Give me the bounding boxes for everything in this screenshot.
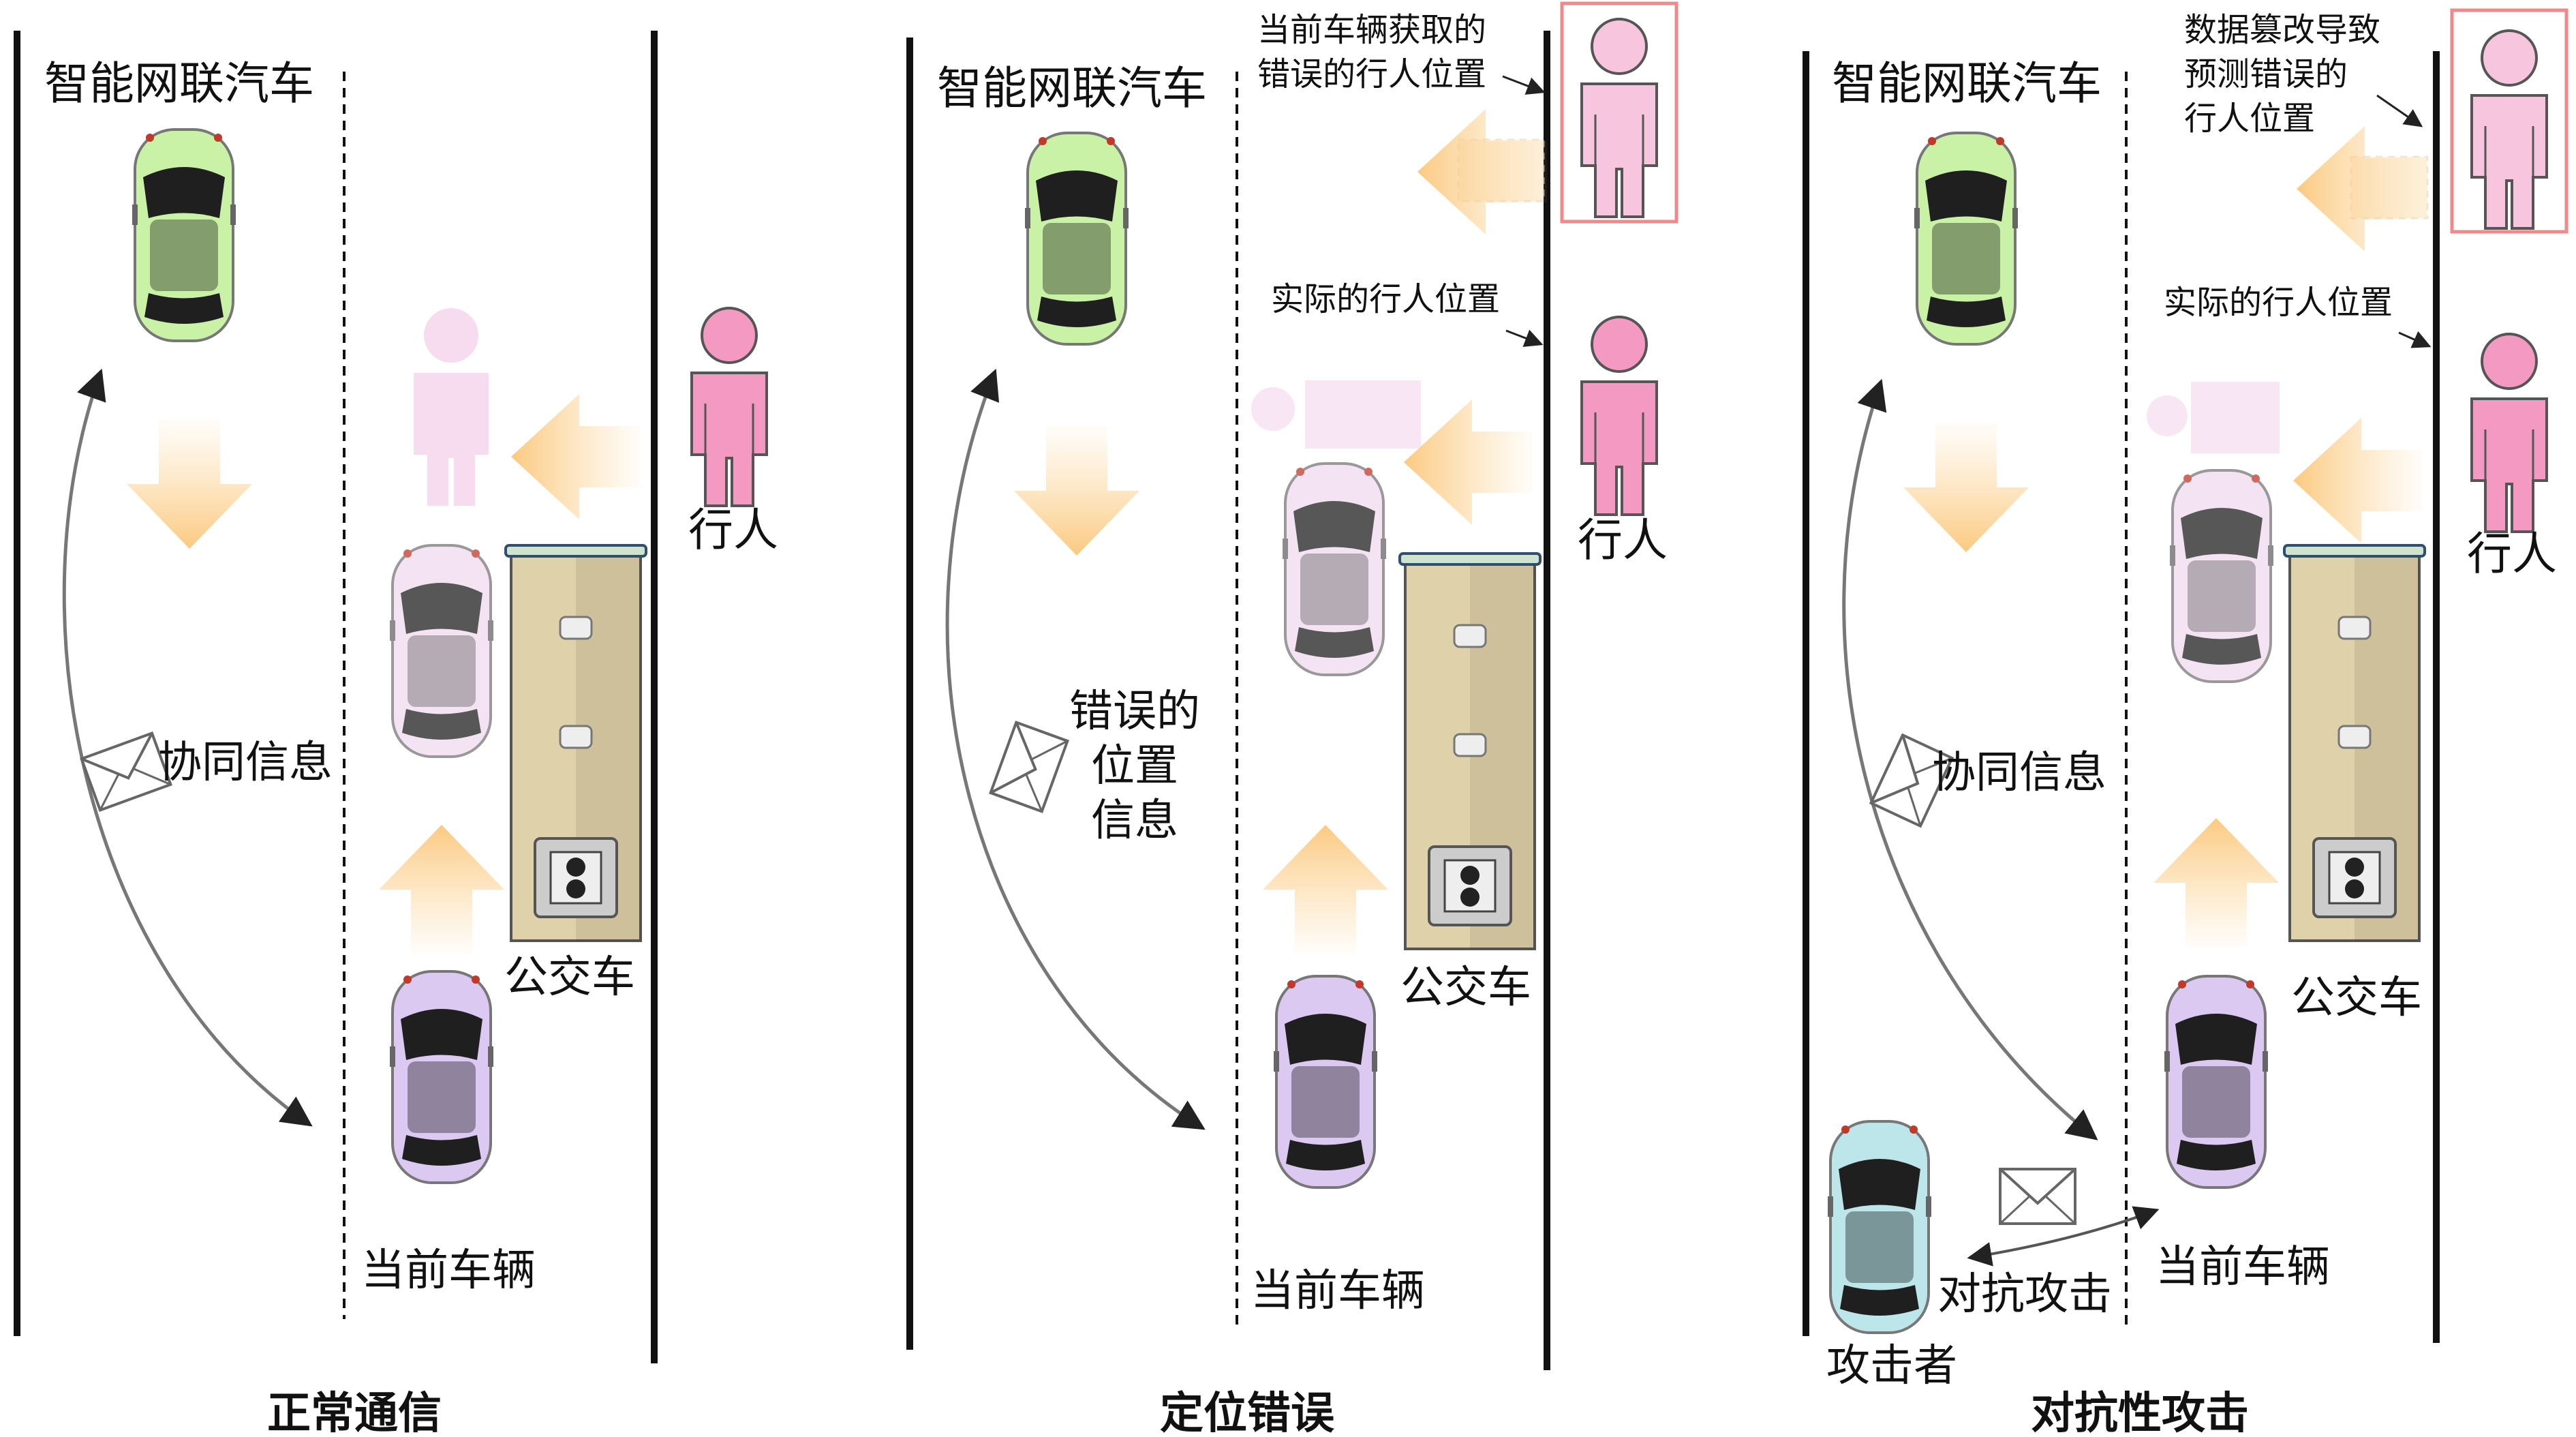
vehicle-forward-arrow	[379, 825, 504, 954]
current-vehicle	[388, 970, 495, 1184]
attack-envelope-icon	[1999, 1168, 2076, 1225]
ghost-wrong-pedestrian	[2191, 382, 2280, 453]
ghost-wrong-pedestrian-head	[1251, 387, 1295, 431]
actual-position-pointer	[2398, 331, 2432, 348]
actual-position-note: 实际的行人位置	[2164, 284, 2393, 322]
tampered-note-line-2: 预测错误的	[2184, 55, 2348, 93]
message-label-line-1: 错误的	[1069, 686, 1200, 737]
pedestrian-label: 行人	[1578, 514, 1668, 566]
cav-vehicle	[131, 128, 237, 342]
ghost-vehicle	[2168, 469, 2275, 683]
message-label: 协同信息	[158, 738, 333, 788]
cav-vehicle	[1024, 132, 1130, 346]
message-label-line-3: 信息	[1091, 796, 1178, 846]
vehicle-forward-arrow	[1263, 825, 1388, 954]
ghost-vehicle	[388, 544, 495, 758]
panel-normal: 智能网联汽车 协同信息 行人 公交车 当前车辆 正常通信	[14, 31, 778, 1437]
wrong-position-pointer	[1502, 75, 1546, 95]
cav-label: 智能网联汽车	[1832, 57, 2102, 110]
wrong-position-box	[1560, 1, 1678, 224]
bus-label: 公交车	[2291, 973, 2422, 1023]
attacker-vehicle	[1826, 1120, 1933, 1334]
pedestrian-info-arrow	[511, 394, 641, 519]
envelope-icon	[80, 731, 172, 812]
message-label: 协同信息	[1932, 748, 2106, 798]
wrong-info-arrow	[1417, 109, 1547, 235]
tampered-pedestrian-figure	[2470, 29, 2548, 230]
envelope-icon	[989, 721, 1069, 813]
cav-label: 智能网联汽车	[937, 62, 1207, 115]
cav-forward-arrow	[1903, 423, 2029, 552]
tampered-note-line-3: 行人位置	[2184, 100, 2315, 138]
cav-forward-arrow	[127, 419, 252, 549]
communication-link	[62, 368, 313, 1127]
panel-adversarial-attack: 智能网联汽车 协同信息 数据篡改导致 预测错误的 行人位置 实际的行人位置 行人…	[1803, 8, 2569, 1437]
ghost-wrong-pedestrian-head	[2147, 395, 2188, 436]
actual-position-pointer	[1505, 329, 1544, 347]
current-vehicle-label: 当前车辆	[361, 1245, 536, 1296]
bus-vehicle	[504, 544, 647, 942]
cav-forward-arrow	[1014, 426, 1139, 556]
current-vehicle-label: 当前车辆	[1251, 1266, 1425, 1316]
panel-caption: 定位错误	[1160, 1389, 1334, 1437]
attack-link	[1967, 1206, 2160, 1267]
pedestrian-figure	[1580, 316, 1658, 516]
attack-label: 对抗攻击	[1937, 1269, 2112, 1320]
tampered-note-line-1: 数据篡改导致	[2184, 11, 2380, 49]
ghost-vehicle	[1281, 462, 1387, 676]
pedestrian-label: 行人	[688, 504, 778, 556]
pedestrian-info-arrow	[2293, 418, 2423, 543]
wrong-position-note-line-1: 当前车辆获取的	[1257, 11, 1486, 49]
message-label-line-2: 位置	[1091, 741, 1178, 791]
current-vehicle	[2163, 975, 2269, 1189]
current-vehicle-label: 当前车辆	[2156, 1242, 2330, 1292]
pedestrian-figure	[690, 307, 768, 507]
ghost-wrong-pedestrian	[1305, 380, 1421, 449]
bus-vehicle	[1398, 552, 1542, 950]
pedestrian-figure	[2470, 333, 2548, 533]
cav-label: 智能网联汽车	[44, 57, 314, 110]
panel-caption: 对抗性攻击	[2031, 1389, 2249, 1437]
tampered-info-arrow	[2297, 126, 2426, 252]
pedestrian-info-arrow	[1404, 399, 1533, 525]
panel-position-error: 智能网联汽车 错误的 位置 信息 当前车辆获取的 错误的行人位置 实际的行人位置…	[906, 1, 1678, 1437]
tampered-position-box	[2450, 8, 2569, 234]
bus-label: 公交车	[1400, 963, 1531, 1013]
pedestrian-ghost	[412, 307, 490, 507]
tampered-position-pointer	[2376, 94, 2423, 127]
vehicle-forward-arrow	[2153, 818, 2279, 948]
actual-position-note: 实际的行人位置	[1271, 280, 1500, 318]
panel-caption: 正常通信	[267, 1389, 442, 1437]
communication-link	[945, 368, 1206, 1130]
attacker-label: 攻击者	[1826, 1341, 1957, 1391]
wrong-pedestrian-figure	[1580, 18, 1658, 218]
cav-vehicle	[1913, 132, 2019, 346]
bus-vehicle	[2283, 544, 2426, 942]
bus-label: 公交车	[504, 952, 635, 1003]
pedestrian-label: 行人	[2467, 528, 2557, 580]
current-vehicle	[1272, 975, 1379, 1189]
wrong-position-note-line-2: 错误的行人位置	[1257, 55, 1486, 93]
